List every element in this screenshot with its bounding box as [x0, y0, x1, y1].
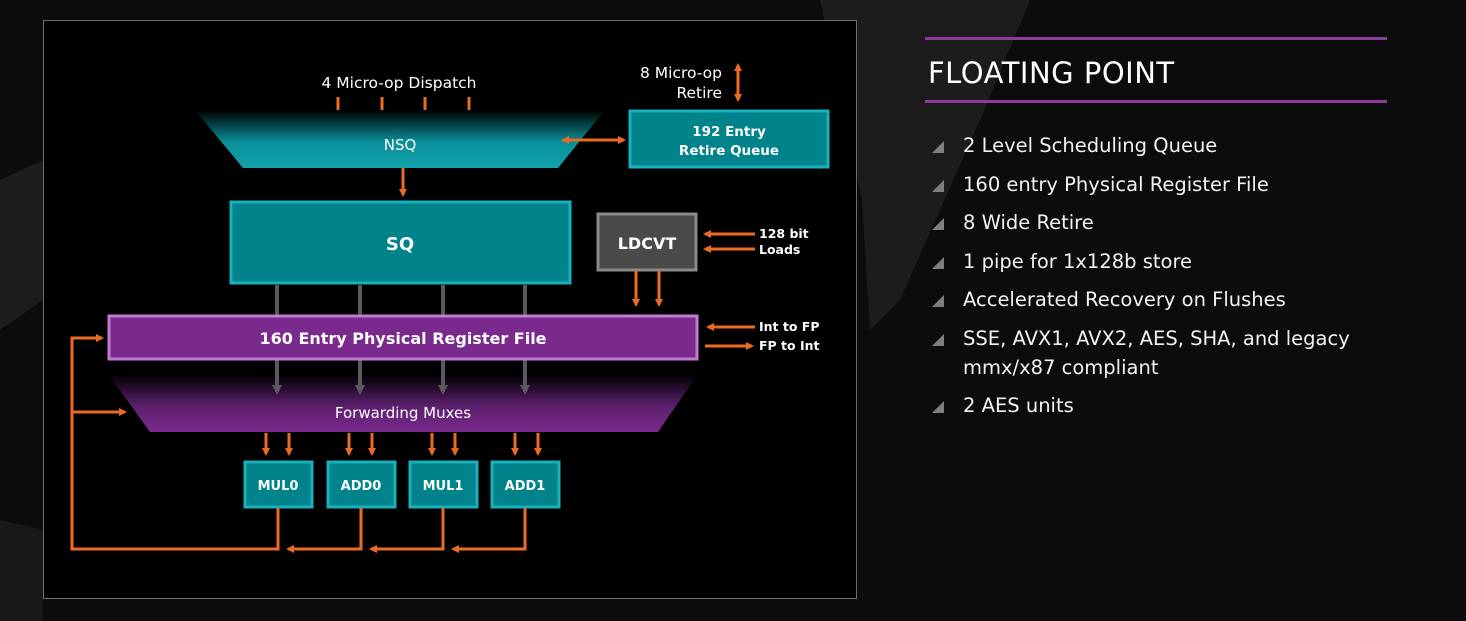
- triangle-bullet-icon: [932, 295, 944, 307]
- loads-line1: 128 bit: [759, 226, 809, 241]
- unit-add0-label: ADD0: [341, 479, 382, 494]
- prf-label: 160 Entry Physical Register File: [259, 329, 546, 348]
- triangle-bullet-icon: [932, 401, 944, 413]
- panel-title: FLOATING POINT: [928, 56, 1175, 90]
- feature-item: 1 pipe for 1x128b store: [925, 247, 1387, 276]
- retire-label-line1: 8 Micro-op: [640, 64, 722, 82]
- unit-add0: ADD0: [326, 460, 397, 509]
- sq-box: [229, 200, 572, 285]
- title-rule-top: [925, 37, 1387, 40]
- retire-queue-box: [628, 109, 830, 169]
- unit-mul0: MUL0: [243, 460, 314, 509]
- result-feedback-paths: [70, 334, 527, 553]
- feature-text: 2 Level Scheduling Queue: [963, 134, 1218, 157]
- prf-box: [107, 314, 699, 361]
- retire-label-line2: Retire: [676, 84, 722, 102]
- feature-item: SSE, AVX1, AVX2, AES, SHA, and legacy mm…: [925, 324, 1387, 382]
- unit-mul0-label: MUL0: [258, 479, 299, 494]
- nsq-shape: [195, 110, 605, 168]
- ldcvt-prf-arrows: [632, 271, 663, 307]
- feature-text: 1 pipe for 1x128b store: [963, 249, 1193, 273]
- forwarding-label: Forwarding Muxes: [335, 404, 471, 422]
- unit-add1-label: ADD1: [505, 479, 546, 494]
- loads-line2: Loads: [759, 242, 800, 257]
- feature-list: 2 Level Scheduling Queue 160 entry Physic…: [925, 103, 1387, 420]
- unit-add1: ADD1: [490, 460, 561, 509]
- feature-text: SSE, AVX1, AVX2, AES, SHA, and legacy mm…: [963, 326, 1350, 379]
- fp-to-int-label: FP to Int: [759, 338, 820, 353]
- feature-text: 2 AES units: [963, 394, 1074, 417]
- dispatch-label: 4 Micro-op Dispatch: [322, 74, 477, 92]
- ldcvt-label: LDCVT: [618, 234, 677, 253]
- feature-panel: FLOATING POINT 2 Level Scheduling Queue 1…: [925, 37, 1387, 430]
- feature-item: 2 AES units: [925, 391, 1387, 420]
- triangle-bullet-icon: [932, 218, 944, 230]
- title-rule-bottom: [925, 100, 1387, 103]
- sq-label: SQ: [386, 234, 414, 255]
- retire-queue-line2: Retire Queue: [679, 143, 779, 159]
- retire-queue-line1: 192 Entry: [692, 124, 766, 140]
- triangle-bullet-icon: [932, 256, 944, 269]
- feature-item: 160 entry Physical Register File: [925, 170, 1387, 199]
- feature-item: 8 Wide Retire: [925, 208, 1387, 237]
- unit-mul1-label: MUL1: [423, 479, 464, 494]
- unit-mul1: MUL1: [408, 460, 479, 509]
- ldcvt-box: [596, 212, 698, 272]
- int-to-fp-label: Int to FP: [759, 319, 820, 334]
- triangle-bullet-icon: [932, 333, 944, 346]
- feature-item: Accelerated Recovery on Flushes: [925, 285, 1387, 314]
- mux-unit-arrows: [262, 433, 542, 456]
- feature-text: 8 Wide Retire: [963, 211, 1094, 234]
- forwarding-muxes-shape: [108, 374, 698, 432]
- triangle-bullet-icon: [932, 179, 944, 192]
- int-fp-arrows: [705, 323, 755, 350]
- loads-arrows: [703, 230, 755, 253]
- nsq-label: NSQ: [384, 136, 417, 154]
- triangle-bullet-icon: [932, 141, 944, 153]
- feature-text: 160 entry Physical Register File: [963, 172, 1269, 196]
- feature-text: Accelerated Recovery on Flushes: [963, 288, 1286, 311]
- feature-item: 2 Level Scheduling Queue: [925, 131, 1387, 160]
